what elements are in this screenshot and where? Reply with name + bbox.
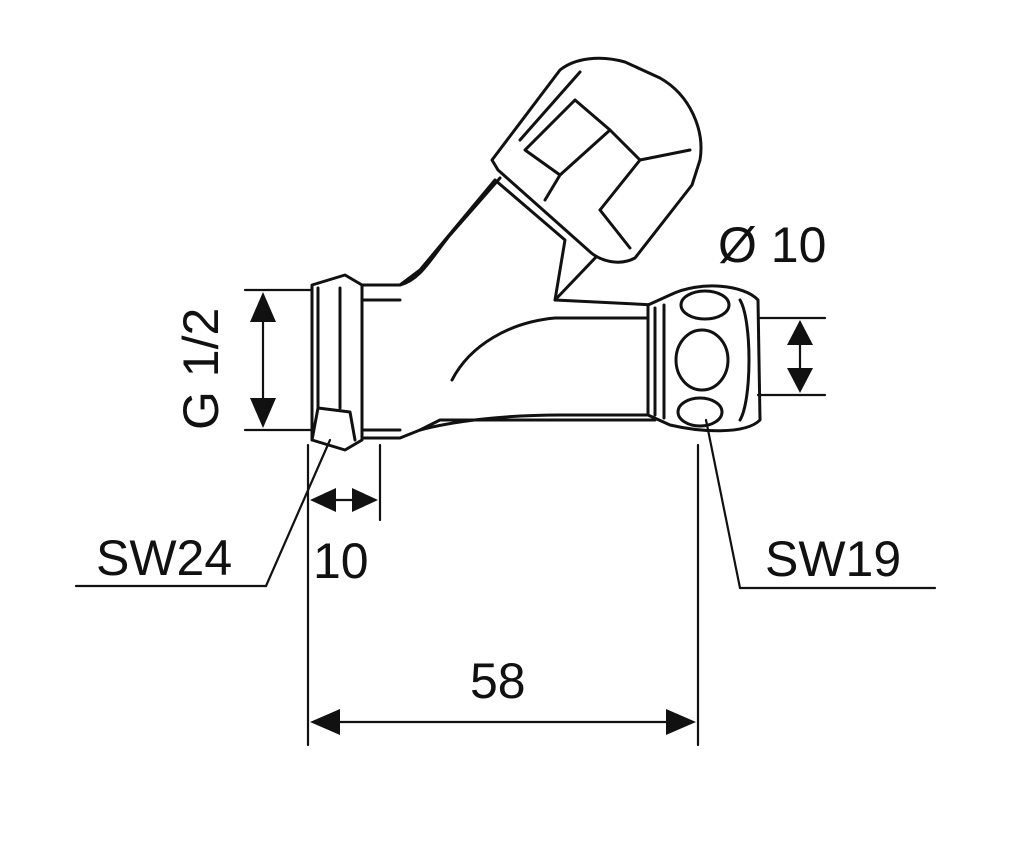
dimension-58-label: 58 xyxy=(470,653,526,709)
dimension-small xyxy=(306,443,382,747)
dimension-diameter xyxy=(756,316,827,397)
wrench-size-left-label: SW24 xyxy=(96,530,232,586)
diameter-label: Ø 10 xyxy=(718,217,826,273)
thread-size-label: G 1/2 xyxy=(173,308,229,430)
leader-sw19 xyxy=(704,418,937,590)
wrench-size-right-label: SW19 xyxy=(765,531,901,587)
leader-sw24 xyxy=(74,438,332,588)
valve-body xyxy=(358,176,657,440)
dimension-thread xyxy=(243,288,314,432)
left-hex-nut xyxy=(310,273,402,452)
dimension-overall xyxy=(310,443,700,747)
right-compression-nut xyxy=(646,284,762,433)
valve-cap xyxy=(490,56,703,264)
dimension-10-label: 10 xyxy=(313,533,369,589)
